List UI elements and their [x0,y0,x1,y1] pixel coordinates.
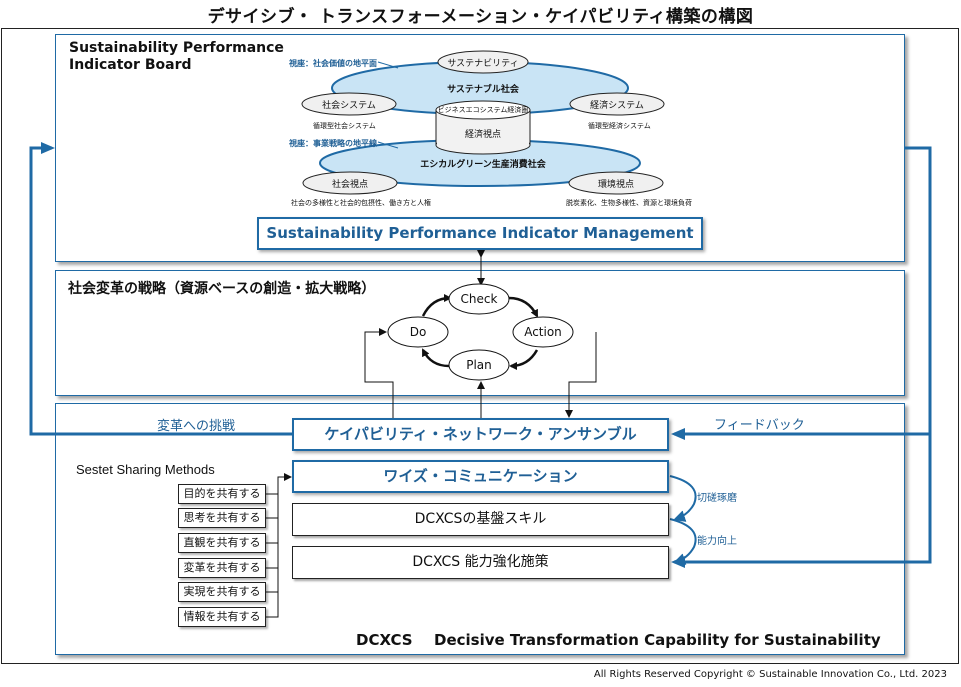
indicator-management-box: Sustainability Performance Indicator Man… [257,217,703,250]
viewpoint-society-leader [377,61,399,69]
challenge-loop-arrow [29,142,292,436]
basic-skill-box: DCXCSの基盤スキル [292,503,669,536]
share-bracket [266,493,279,618]
action-to-plan-arrow [509,349,539,370]
copyright: All Rights Reserved Copyright © Sustaina… [593,669,947,680]
action-to-ensemble-connector [565,332,597,418]
outer-frame [1,28,959,664]
viewpoint-society-label: 視座：社会価値の地平面 [289,59,377,68]
viewpoint-business-label: 視座：事業戦略の地平線 [289,139,377,148]
social-system-node [301,92,397,116]
improve-label: 能力向上 [697,536,737,547]
check-to-action-arrow [508,296,539,318]
social-view-label: 社会視点 [331,180,368,190]
ensemble-to-do-connector [364,328,394,418]
sustainability-label: サステナビリティ [447,59,519,69]
env-view-node [568,171,664,195]
share-information-box: 情報を共有する [178,607,266,627]
economic-system-label: 経済システム [590,101,644,111]
challenge-label: 変革への挑戦 [157,419,236,434]
refine-curve-arrow [669,475,697,522]
ethical-green-label: エシカルグリーン生産消費社会 [420,160,546,170]
plan-node [448,349,510,381]
indicator-board-title-line2: Indicator Board [69,57,192,73]
feedback-loop-arrow-top [671,146,932,440]
share-transformation-box: 変革を共有する [178,558,266,578]
share-thinking-box: 思考を共有する [178,508,266,528]
economic-view-label: 経済視点 [464,130,501,140]
feedback-loop-arrow-bottom [671,434,932,568]
viewpoint-business-leader [377,141,399,149]
plan-label: Plan [466,358,492,372]
sestet-label: Sestet Sharing Methods [76,462,215,477]
check-node [448,283,510,315]
social-view-node [302,171,398,195]
env-view-label: 環境視点 [597,180,634,190]
circular-economy-label: 循環型経済システム [588,122,651,130]
do-node [387,316,449,348]
action-node [512,316,574,348]
sustainable-society-label: サステナブル社会 [447,85,519,95]
do-label: Do [409,325,427,339]
business-eco-label: ビジネスエコシステム経済圏 [437,106,529,114]
do-to-check-arrow [421,294,452,317]
economic-system-node [569,92,665,116]
check-label: Check [460,292,498,306]
dcxcs-abbr: DCXCS [356,631,413,649]
indicator-board-title-line1: Sustainability Performance [69,40,284,56]
wise-communication-box: ワイズ・コミュニケーション [292,460,669,493]
circular-society-label: 循環型社会システム [313,122,376,130]
plan-to-do-arrow [421,348,450,368]
dcxcs-full: Decisive Transformation Capability for S… [434,631,881,649]
strategy-title: 社会変革の戦略（資源ベースの創造・拡大戦略） [68,281,376,297]
indicator-board-title: Sustainability Performance Indicator Boa… [69,40,284,74]
action-label: Action [524,325,562,339]
improve-curve-arrow [669,518,697,565]
capability-measures-box: DCXCS 能力強化施策 [292,546,669,579]
feedback-label: フィードバック [714,418,805,433]
ensemble-box: ケイパビリティ・ネットワーク・アンサンブル [292,418,669,451]
share-realization-box: 実現を共有する [178,582,266,602]
share-to-wise-arrow [277,473,292,494]
sustainability-node [437,50,529,74]
cylinder-top [435,100,531,120]
social-system-label: 社会システム [322,101,376,111]
share-intuition-box: 直観を共有する [178,533,266,553]
env-view-desc: 脱炭素化、生物多様性、資源と環境負荷 [566,199,692,207]
share-purpose-box: 目的を共有する [178,484,266,504]
page-title: デサイシブ・ トランスフォーメーション・ケイパビリティ構築の構図 [207,7,754,27]
social-view-desc: 社会の多様性と社会的包摂性、働き方と人権 [291,199,431,207]
refine-label: 切磋琢磨 [697,493,737,504]
